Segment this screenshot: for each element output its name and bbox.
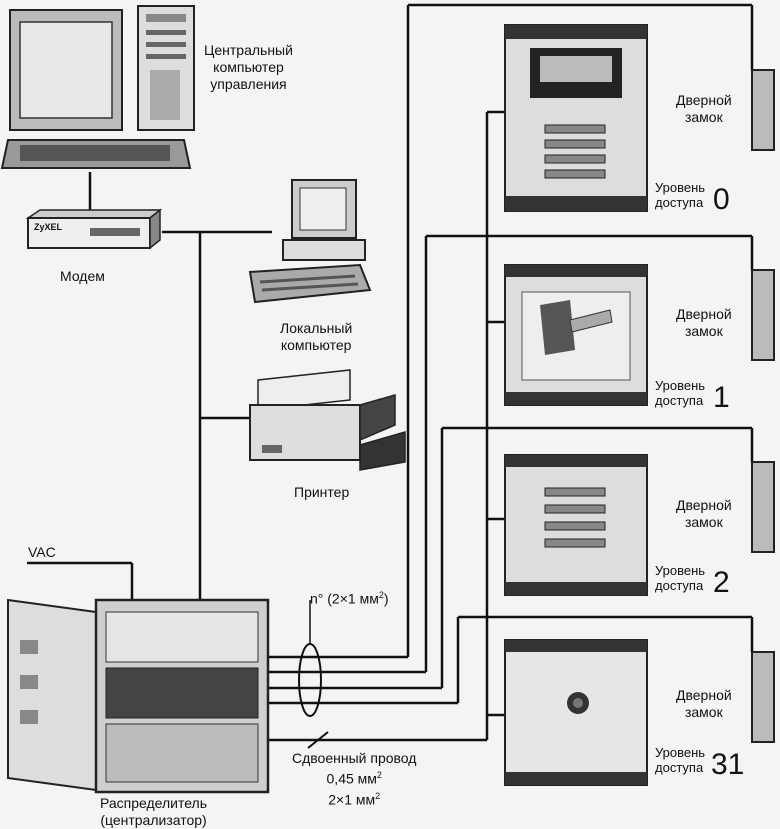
door-lock-label-line: замок [684, 109, 723, 125]
central-computer-label-line: Центральный [204, 42, 293, 58]
printer-label: Принтер [294, 484, 350, 500]
cable-count-label: n° (2×1 мм2) [310, 587, 389, 608]
twin-wire-label: Сдвоенный провод 0,45 мм2 2×1 мм2 [292, 750, 416, 808]
local-computer-icon [248, 179, 372, 304]
cable-bundle-marker [298, 643, 322, 717]
modem-icon [25, 208, 163, 250]
access-level-number: 2 [713, 566, 730, 599]
door-lock-31-icon [751, 651, 775, 743]
access-level-number: 0 [713, 183, 730, 216]
access-level-word: доступа [655, 195, 704, 210]
door-lock-label-line: замок [684, 514, 723, 530]
central-computer-label-line: компьютер [213, 59, 284, 75]
local-computer-label-line: компьютер [280, 337, 352, 353]
central-computer-icon [0, 5, 195, 169]
twin-wire-title: Сдвоенный провод [292, 750, 417, 766]
access-level-label-1: Уровень доступа 1 [655, 378, 745, 413]
printer-icon [249, 369, 406, 471]
access-level-word: Уровень [655, 378, 706, 393]
access-level-word: Уровень [655, 563, 706, 578]
access-level-word: доступа [655, 578, 704, 593]
twin-wire-spec-b-sup: 2 [375, 790, 381, 801]
door-lock-label-line: замок [684, 323, 723, 339]
access-level-word: Уровень [655, 745, 706, 760]
door-lock-label-1: Дверной замок [676, 306, 732, 340]
access-level-number: 31 [711, 748, 745, 781]
access-level-number: 1 [713, 381, 730, 414]
reader-level-2-icon [504, 454, 648, 596]
modem-brand: ZyXEL [34, 222, 63, 232]
door-lock-label-line: замок [684, 704, 723, 720]
connection-lines [27, 3, 754, 742]
access-level-label-2: Уровень доступа 2 [655, 563, 745, 598]
twin-wire-spec-b: 2×1 мм2 [292, 788, 416, 809]
cable-count-text: n° (2×1 мм [310, 590, 379, 607]
twin-wire-spec-a-sup: 2 [376, 770, 382, 780]
reader-level-0-icon [504, 24, 648, 212]
local-computer-label: Локальный компьютер [280, 320, 352, 354]
distributor-label-line: Распределитель [100, 795, 208, 811]
access-level-word: Уровень [655, 180, 706, 195]
distributor-cabinet-icon [7, 598, 270, 794]
central-computer-label: Центральный компьютер управления [204, 42, 293, 93]
door-lock-label-line: Дверной [676, 497, 732, 513]
distributor-label-line: (централизатор) [100, 812, 207, 828]
door-lock-2-icon [751, 461, 775, 553]
access-level-word: доступа [655, 760, 704, 775]
twin-wire-spec-a-text: 0,45 мм [326, 770, 377, 787]
vac-label: VAC [28, 544, 56, 560]
modem-label: Модем [60, 268, 105, 284]
door-lock-label-line: Дверной [676, 92, 732, 108]
door-lock-label-0: Дверной замок [676, 92, 732, 126]
twin-wire-spec-a: 0,45 мм2 [292, 767, 416, 788]
twin-wire-marker [307, 731, 329, 749]
reader-level-1-icon [504, 264, 648, 406]
door-lock-0-icon [751, 69, 775, 151]
access-level-label-0: Уровень доступа 0 [655, 180, 745, 215]
distributor-label: Распределитель (централизатор) [100, 795, 207, 829]
door-lock-label-2: Дверной замок [676, 497, 732, 531]
central-computer-label-line: управления [210, 76, 287, 92]
door-lock-label-line: Дверной [676, 306, 732, 322]
reader-level-31-icon [504, 639, 648, 786]
door-lock-1-icon [751, 269, 775, 361]
door-lock-label-31: Дверной замок [676, 687, 732, 721]
cable-count-end: ) [383, 590, 389, 607]
door-locks [751, 69, 775, 743]
local-computer-label-line: Локальный [280, 320, 353, 336]
access-level-label-31: Уровень доступа 31 [655, 745, 755, 780]
access-level-word: доступа [655, 393, 704, 408]
door-lock-label-line: Дверной [676, 687, 732, 703]
cable-count-sup: 2 [378, 590, 384, 600]
twin-wire-spec-b-text: 2×1 мм [328, 791, 376, 808]
